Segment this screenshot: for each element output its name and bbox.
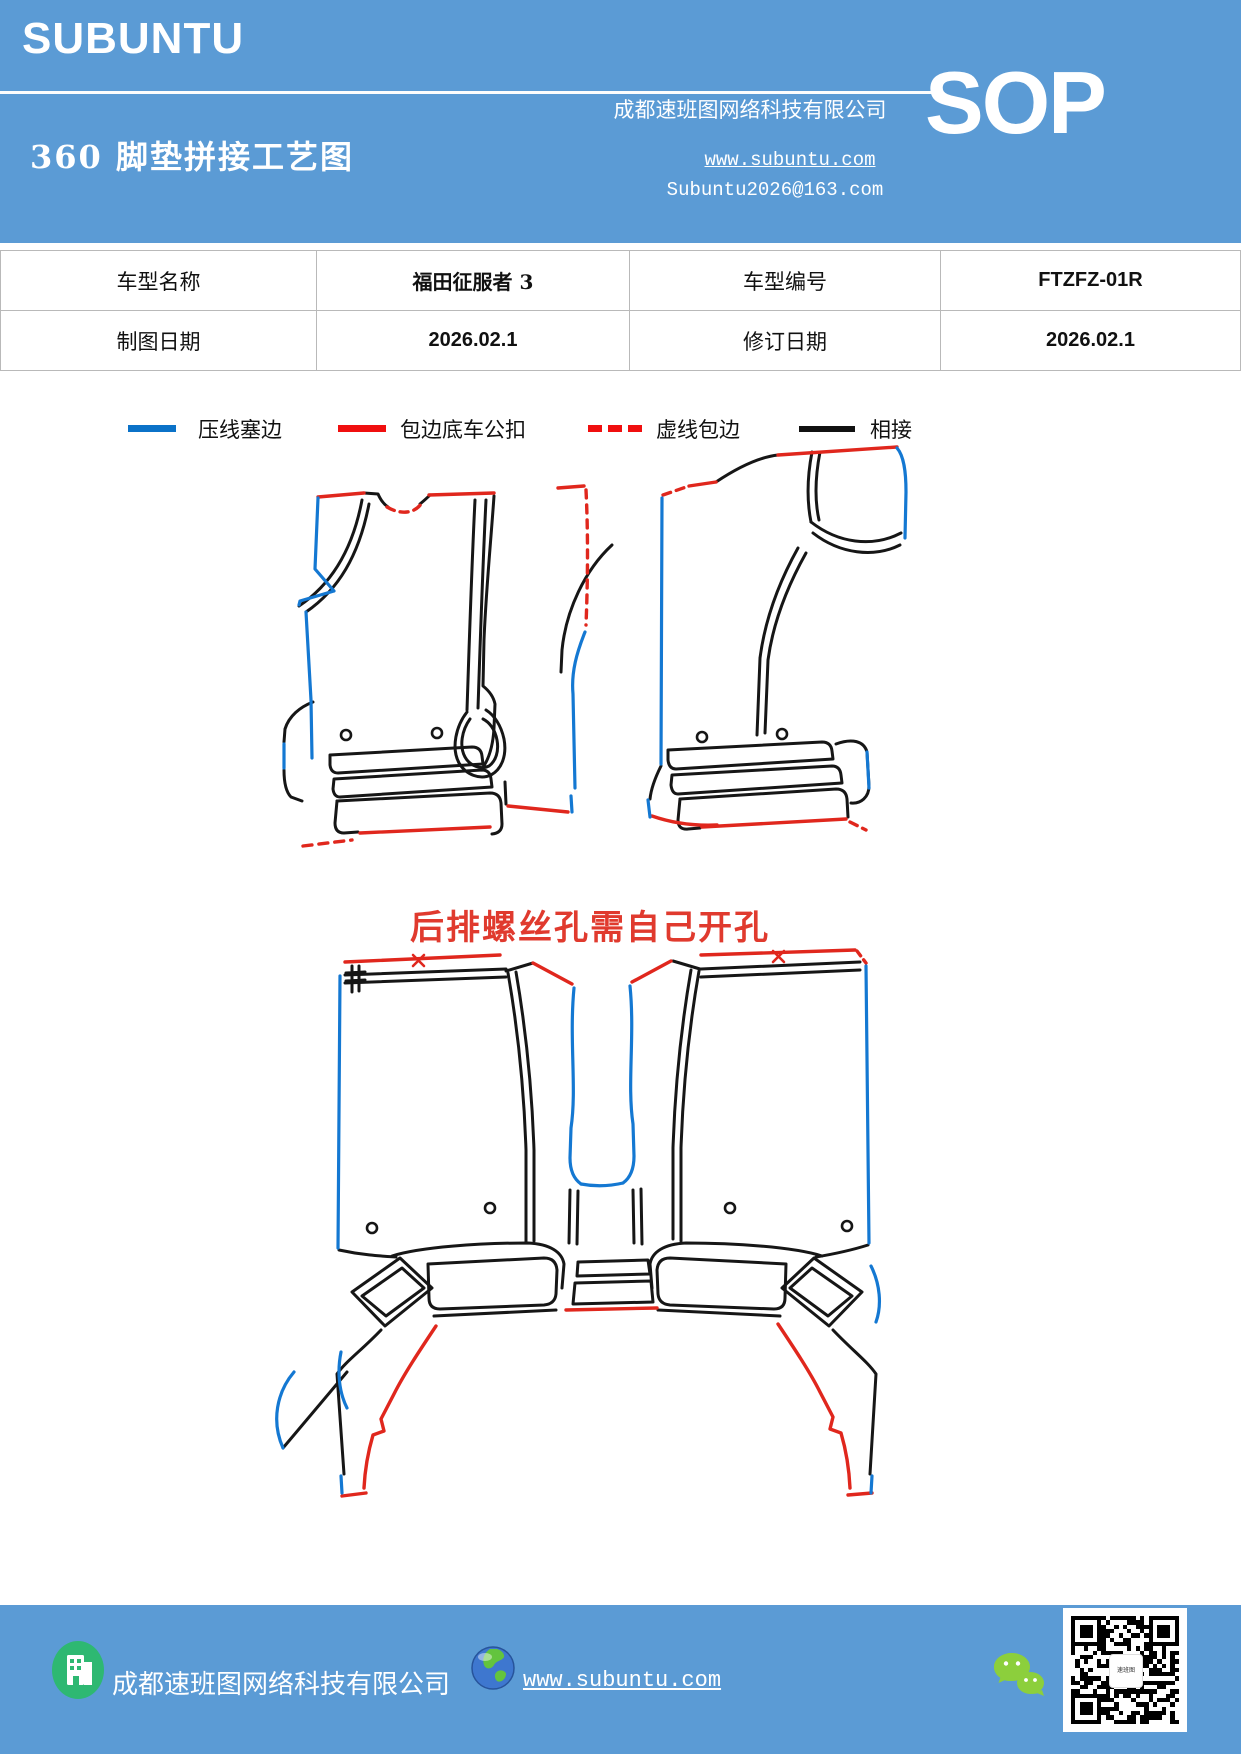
footer-website-link[interactable]: www.subuntu.com <box>523 1668 722 1693</box>
header-email: Subuntu2026@163.com <box>666 179 884 201</box>
table-row: 制图日期 2026.02.1 修订日期 2026.02.1 <box>0 310 1241 371</box>
header-website-link[interactable]: www.subuntu.com <box>704 149 876 171</box>
header-company-name: 成都速班图网络科技有限公司 <box>613 98 887 122</box>
qr-pattern: 速班图 <box>1071 1616 1179 1724</box>
company-building-icon <box>52 1641 104 1699</box>
header-divider <box>0 91 937 94</box>
footer-company-name: 成都速班图网络科技有限公司 <box>112 1670 451 1700</box>
model-name-label: 车型名称 <box>0 250 317 311</box>
qr-code: 速班图 <box>1063 1608 1187 1732</box>
legend-label-black: 相接 <box>870 418 912 442</box>
vehicle-info-table: 车型名称 福田征服者 3 车型编号 FTZFZ-01R 制图日期 2026.02… <box>0 250 1241 371</box>
page-title: 360 脚垫拼接工艺图 <box>30 138 354 176</box>
brand-logo: SUBUNTU <box>22 14 245 63</box>
legend-label-dashed: 虚线包边 <box>656 418 740 442</box>
legend-swatch-red-dashed <box>588 425 642 432</box>
rear-mat-drawing <box>275 948 882 1498</box>
draw-date-label: 制图日期 <box>0 310 317 371</box>
draw-date-value: 2026.02.1 <box>316 310 630 371</box>
sop-badge: SOP <box>925 53 1107 152</box>
globe-icon <box>471 1646 515 1690</box>
revise-date-label: 修订日期 <box>629 310 941 371</box>
revise-date-value: 2026.02.1 <box>940 310 1241 371</box>
legend-swatch-red <box>338 425 386 432</box>
legend-swatch-black <box>799 426 855 432</box>
legend-label-red: 包边底车公扣 <box>400 418 526 442</box>
rear-note-text: 后排螺丝孔需自己开孔 <box>410 908 770 948</box>
header-band <box>0 0 1241 243</box>
legend-label-blue: 压线塞边 <box>198 418 282 442</box>
model-code-value: FTZFZ-01R <box>940 250 1241 311</box>
model-name-value: 福田征服者 3 <box>316 250 630 311</box>
wechat-icon <box>994 1653 1044 1696</box>
front-mats-drawing <box>282 445 908 848</box>
legend-swatch-blue <box>128 425 176 432</box>
table-row: 车型名称 福田征服者 3 车型编号 FTZFZ-01R <box>0 250 1241 311</box>
model-code-label: 车型编号 <box>629 250 941 311</box>
